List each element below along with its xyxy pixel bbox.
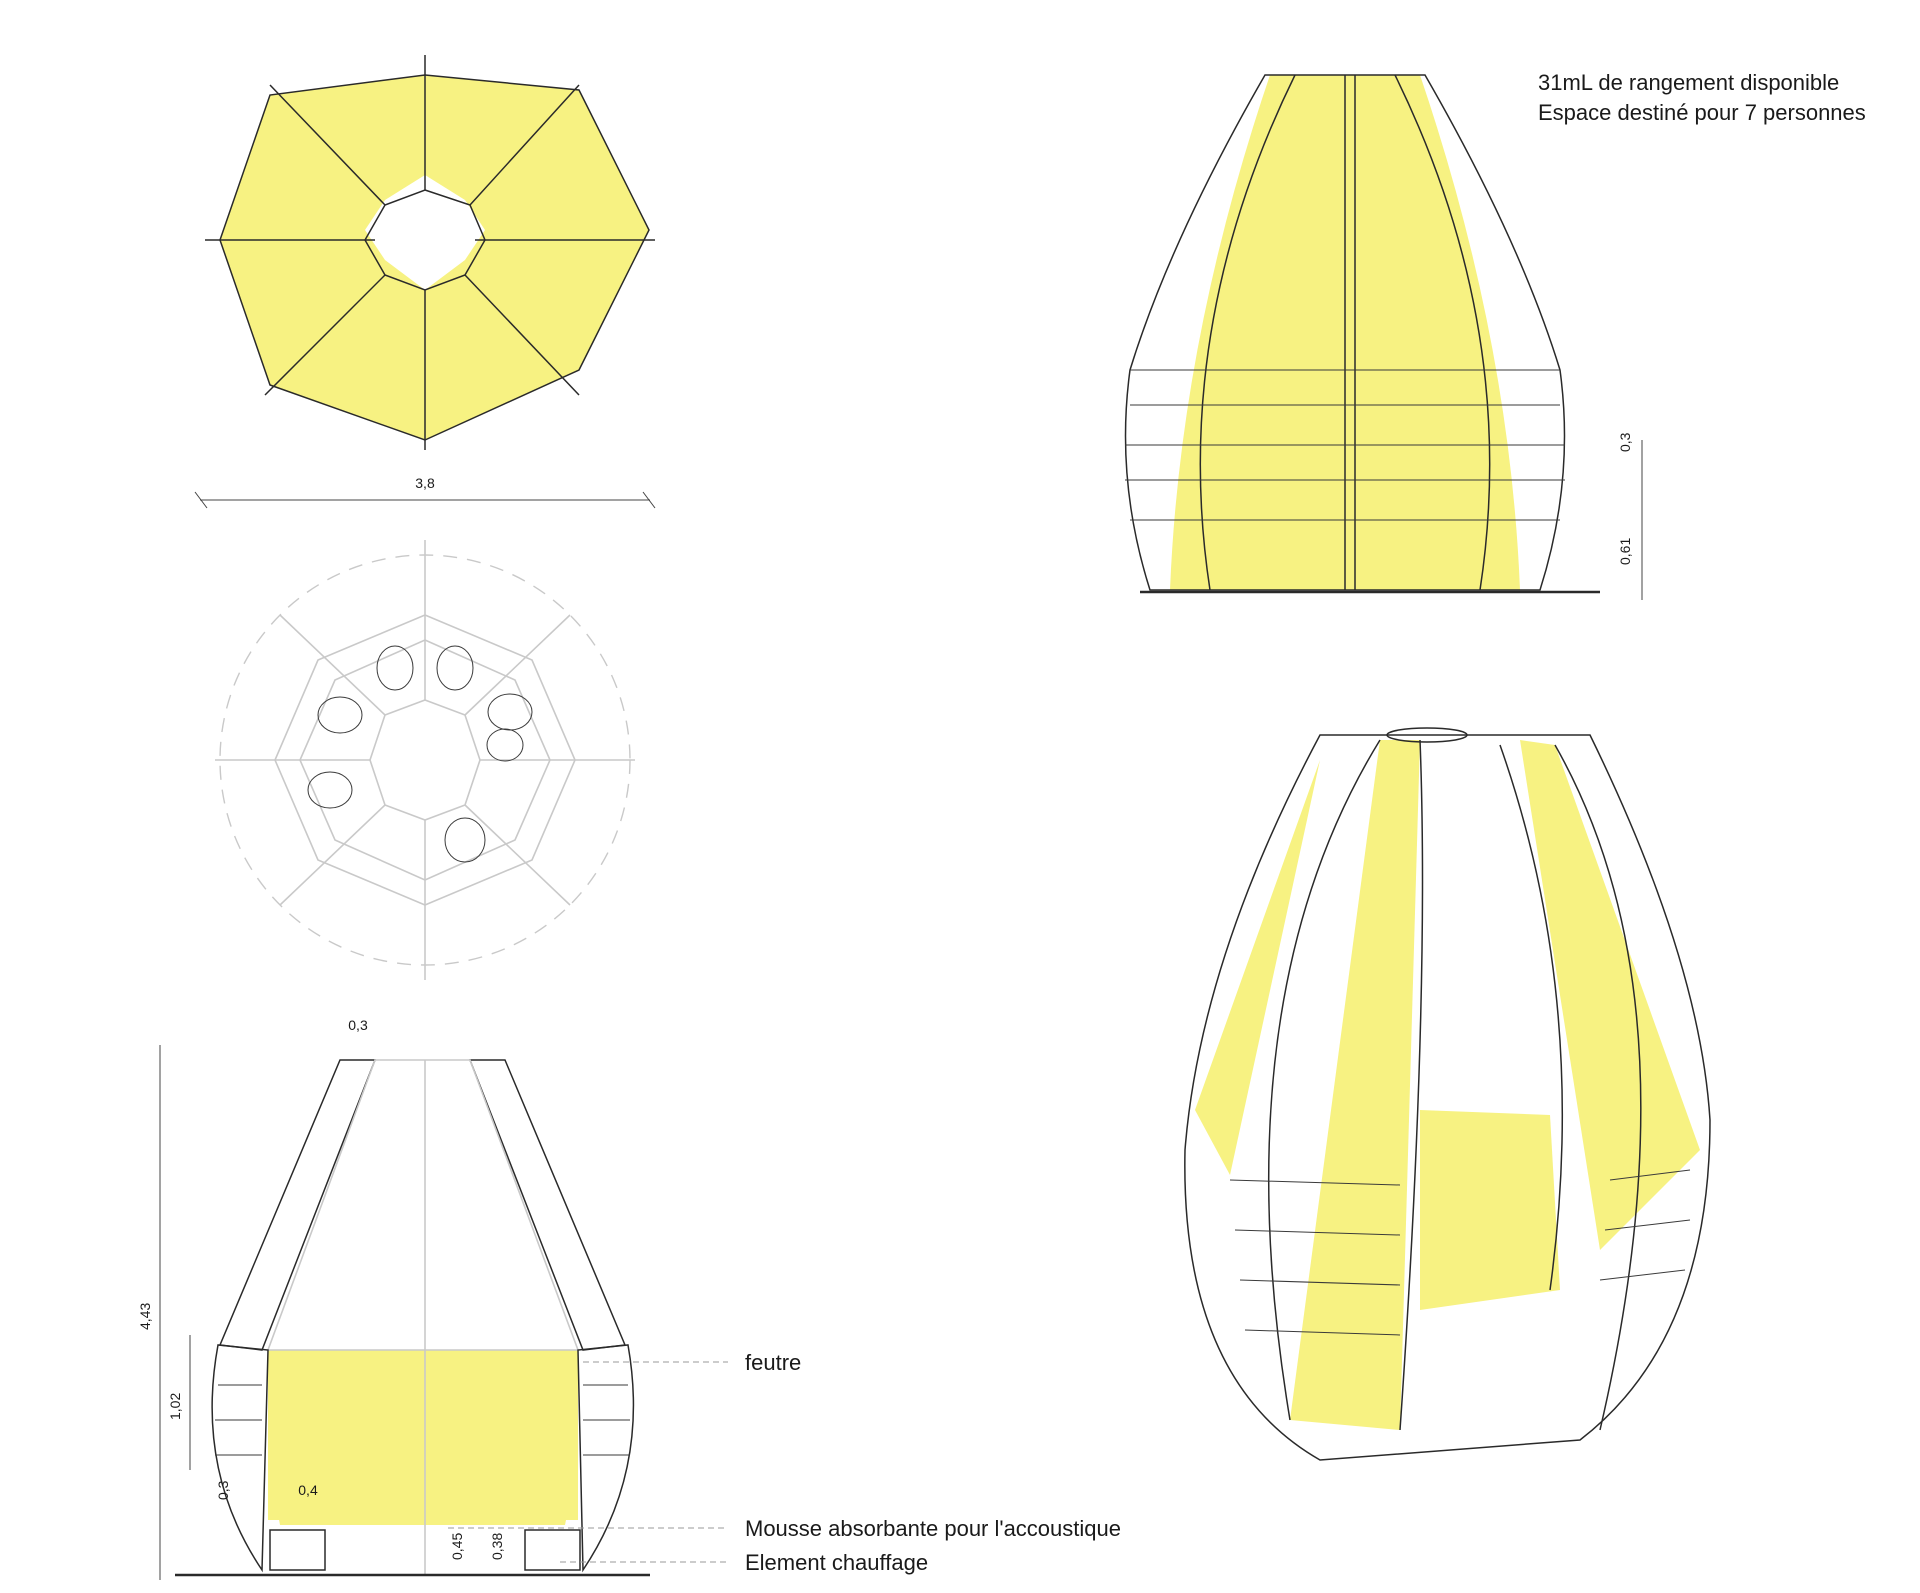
plan-inner-void	[364, 189, 486, 291]
section-seat	[268, 1460, 578, 1525]
section-dim-045: 0,45	[449, 1533, 465, 1560]
seated-people	[307, 645, 533, 863]
plan-seating-ghost	[215, 540, 635, 980]
section-left-bulb	[211, 1344, 269, 1573]
ghost-center	[369, 699, 481, 821]
elevation-dim-base: 0,61	[1617, 538, 1633, 565]
label-heating-element: Element chauffage	[745, 1550, 928, 1575]
axo-ribs	[1267, 739, 1642, 1431]
axo-yellow-niche	[1420, 1110, 1560, 1310]
section-dim-seat: 0,4	[298, 1482, 318, 1498]
section-dim-038: 0,38	[489, 1533, 505, 1560]
elevation-dim-shelf: 0,3	[1617, 432, 1633, 452]
elevation-ribs	[1199, 74, 1491, 591]
axonometric-view	[1184, 727, 1711, 1461]
section-left-wall-top	[218, 1059, 377, 1351]
axo-yellow-far-left	[1195, 760, 1320, 1175]
plan-outline	[219, 74, 650, 441]
axo-shelves	[1229, 1169, 1691, 1336]
section-heater-left	[269, 1529, 326, 1571]
ghost-radials	[215, 540, 635, 980]
section-interior-ghost	[266, 1059, 580, 1351]
plan-width-dim: 3,8	[415, 475, 435, 491]
section-right-wall-top	[468, 1059, 627, 1351]
axo-top-opening	[1386, 727, 1468, 743]
axo-yellow-left	[1290, 740, 1420, 1430]
plan-panel-right	[425, 75, 649, 440]
plan-panel-left	[220, 75, 425, 440]
section-right-bulb	[577, 1344, 635, 1573]
section-dim-top: 0,3	[348, 1017, 368, 1033]
section-view: 4,43 1,02 0,3 0,3 0,4 0,45 0,38 feutre M…	[137, 1017, 1121, 1580]
section-dim-wall: 1,02	[167, 1393, 183, 1420]
elevation-shelves	[1125, 369, 1565, 521]
info-storage: 31mL de rangement disponible	[1538, 70, 1839, 95]
label-felt: feutre	[745, 1350, 801, 1375]
section-dim-shelf: 0,3	[215, 1480, 231, 1500]
axo-yellow-right	[1520, 740, 1700, 1250]
section-heater-right	[524, 1529, 581, 1571]
elevation-outline	[1124, 74, 1566, 591]
front-elevation: 0,3 0,61 31mL de rangement disponible Es…	[1124, 70, 1866, 600]
section-shelves	[215, 1384, 630, 1456]
plan-view: 3,8	[194, 55, 656, 509]
axo-outline	[1184, 734, 1711, 1461]
label-acoustic-foam: Mousse absorbante pour l'accoustique	[745, 1516, 1121, 1541]
section-dim-height: 4,43	[137, 1303, 153, 1330]
plan-ribs	[205, 55, 655, 450]
info-capacity: Espace destiné pour 7 personnes	[1538, 100, 1866, 125]
